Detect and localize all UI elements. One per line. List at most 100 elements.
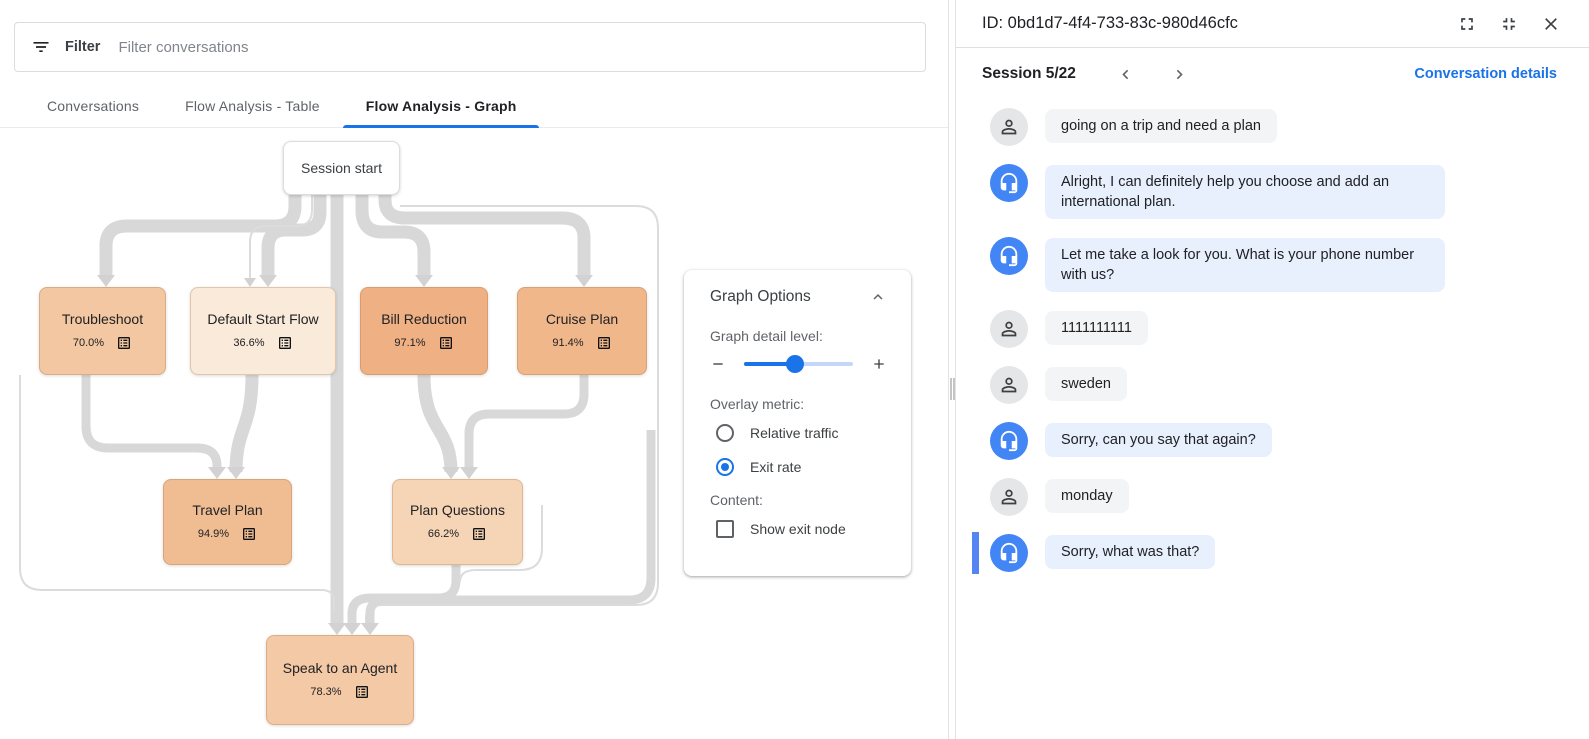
person-icon bbox=[1001, 489, 1017, 505]
tab-conversations[interactable]: Conversations bbox=[47, 98, 140, 114]
flow-edge bbox=[81, 375, 222, 472]
flow-edge-arrowhead bbox=[460, 467, 478, 479]
flow-edge bbox=[464, 375, 589, 472]
collapse-chevron-up-icon[interactable] bbox=[869, 288, 887, 306]
list-alt-icon[interactable] bbox=[471, 526, 487, 542]
exit-fullscreen-button[interactable] bbox=[1497, 12, 1521, 36]
radio-label: Relative traffic bbox=[750, 425, 839, 441]
slider-track[interactable] bbox=[744, 355, 853, 373]
radio-relative-traffic[interactable] bbox=[716, 424, 734, 442]
slider-thumb[interactable] bbox=[786, 355, 805, 373]
filter-bar[interactable]: Filter Filter conversations bbox=[14, 22, 926, 72]
filter-input[interactable]: Filter conversations bbox=[118, 38, 249, 56]
user-message[interactable]: 1111111111 bbox=[990, 310, 1559, 348]
user-message[interactable]: going on a trip and need a plan bbox=[990, 108, 1559, 146]
node-label: Plan Questions bbox=[410, 502, 505, 518]
user-message[interactable]: monday bbox=[990, 478, 1559, 516]
session-nav-row: Session 5/22 Conversation details bbox=[956, 48, 1589, 100]
close-icon bbox=[1545, 17, 1557, 30]
chevron-right-icon bbox=[1177, 69, 1184, 79]
agent-message[interactable]: Sorry, what was that? bbox=[972, 532, 1559, 574]
radio-exit-rate[interactable] bbox=[716, 458, 734, 476]
headset-icon bbox=[1000, 172, 1018, 194]
fullscreen-icon bbox=[1461, 17, 1473, 30]
list-alt-icon[interactable] bbox=[277, 335, 293, 351]
agent-message[interactable]: Alright, I can definitely help you choos… bbox=[990, 164, 1559, 219]
flow-edge-arrowhead bbox=[343, 623, 361, 635]
user-avatar bbox=[990, 310, 1028, 348]
list-alt-icon[interactable] bbox=[596, 335, 612, 351]
detail-level-label: Graph detail level: bbox=[710, 328, 823, 344]
tab-flow-analysis-graph[interactable]: Flow Analysis - Graph bbox=[342, 90, 540, 128]
flow-edge-arrowhead bbox=[361, 623, 379, 635]
show-exit-node-checkbox[interactable] bbox=[716, 520, 734, 538]
panel-splitter[interactable] bbox=[948, 0, 956, 739]
node-troubleshoot[interactable]: Troubleshoot 70.0% bbox=[39, 287, 166, 375]
flow-edge-arrowhead bbox=[442, 467, 460, 479]
flow-edge-arrowhead bbox=[328, 623, 346, 635]
overlay-option-row: Exit rate bbox=[716, 458, 887, 476]
person-icon bbox=[1001, 321, 1017, 337]
filter-icon bbox=[33, 42, 49, 52]
detail-level-slider bbox=[710, 355, 887, 373]
message-bubble: monday bbox=[1045, 479, 1129, 513]
flow-edge bbox=[355, 195, 431, 276]
agent-message[interactable]: Sorry, can you say that again? bbox=[990, 422, 1559, 460]
flow-edge bbox=[99, 195, 302, 276]
splitter-grip bbox=[953, 378, 955, 400]
list-alt-icon[interactable] bbox=[241, 526, 257, 542]
node-label: Cruise Plan bbox=[545, 311, 619, 327]
previous-session-button[interactable] bbox=[1114, 62, 1138, 86]
user-message[interactable]: sweden bbox=[990, 366, 1559, 404]
close-panel-button[interactable] bbox=[1539, 12, 1563, 36]
overlay-metric-label: Overlay metric: bbox=[710, 396, 805, 412]
flow-edge-arrowhead bbox=[259, 275, 277, 287]
node-label: Speak to an Agent bbox=[282, 660, 398, 676]
chevron-left-icon bbox=[1122, 69, 1129, 79]
agent-message[interactable]: Let me take a look for you. What is your… bbox=[990, 237, 1559, 292]
conversation-id-title: ID: 0bd1d7-4f4-733-83c-980d46cfc bbox=[982, 14, 1238, 32]
conversation-header: ID: 0bd1d7-4f4-733-83c-980d46cfc bbox=[956, 0, 1589, 48]
fullscreen-button[interactable] bbox=[1455, 12, 1479, 36]
tab-flow-analysis-table[interactable]: Flow Analysis - Table bbox=[185, 98, 320, 114]
user-avatar bbox=[990, 366, 1028, 404]
plus-icon[interactable] bbox=[871, 356, 887, 372]
headset-icon bbox=[1000, 430, 1018, 452]
flow-edge-arrowhead bbox=[227, 467, 245, 479]
flow-edge bbox=[261, 195, 327, 276]
conversation-detail-panel: ID: 0bd1d7-4f4-733-83c-980d46cfc Session… bbox=[956, 0, 1589, 739]
minus-icon[interactable] bbox=[710, 356, 726, 372]
flow-edge-arrowhead bbox=[575, 275, 593, 287]
list-alt-icon[interactable] bbox=[438, 335, 454, 351]
node-session-start[interactable]: Session start bbox=[283, 141, 400, 195]
show-exit-node-label: Show exit node bbox=[750, 521, 846, 537]
node-speak-to-an-agent[interactable]: Speak to an Agent 78.3% bbox=[266, 635, 414, 725]
list-alt-icon[interactable] bbox=[354, 684, 370, 700]
node-exit-rate: 70.0% bbox=[72, 337, 105, 349]
agent-avatar bbox=[990, 534, 1028, 572]
person-icon bbox=[1001, 377, 1017, 393]
flow-edge bbox=[249, 195, 313, 278]
flow-edge bbox=[459, 505, 543, 583]
next-session-button[interactable] bbox=[1168, 62, 1192, 86]
node-label: Troubleshoot bbox=[61, 311, 144, 327]
node-label: Default Start Flow bbox=[207, 311, 319, 327]
node-label: Session start bbox=[301, 160, 382, 176]
tab-bar: Conversations Flow Analysis - Table Flow A… bbox=[0, 92, 948, 128]
list-alt-icon[interactable] bbox=[116, 335, 132, 351]
node-exit-rate: 78.3% bbox=[310, 686, 342, 698]
person-icon bbox=[1001, 119, 1017, 135]
flow-edge bbox=[365, 430, 656, 626]
flow-edge-arrowhead bbox=[97, 275, 115, 287]
message-list: going on a trip and need a plan Alright,… bbox=[956, 100, 1589, 590]
flow-edge-arrowhead bbox=[244, 278, 256, 287]
flow-edge bbox=[229, 374, 259, 473]
radio-label: Exit rate bbox=[750, 459, 802, 475]
conversation-details-link[interactable]: Conversation details bbox=[1414, 66, 1557, 82]
agent-avatar bbox=[990, 237, 1028, 275]
